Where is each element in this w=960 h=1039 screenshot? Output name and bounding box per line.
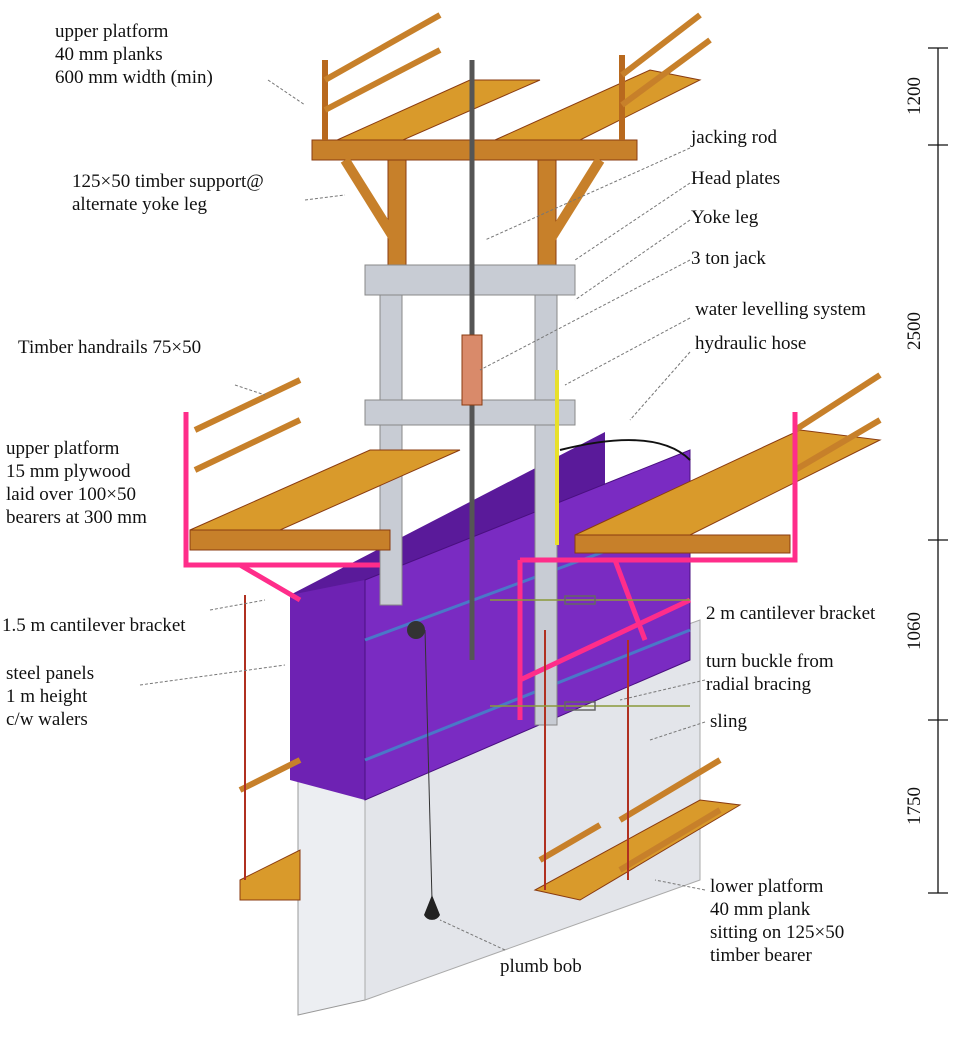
label-line: steel panels [6, 663, 95, 684]
label-timber-support: 125×50 timber support@ alternate yoke le… [72, 170, 264, 216]
label-line: turn buckle from [706, 651, 834, 672]
label-line: timber bearer [710, 945, 812, 966]
label-cantilever-2m: 2 m cantilever bracket [706, 603, 876, 624]
dimension-1060: 1060 [904, 612, 925, 650]
dimension-2500: 2500 [904, 312, 925, 350]
lower-platforms [238, 595, 742, 901]
leader-lines [139, 79, 706, 951]
upper-mid-platforms [189, 372, 882, 554]
label-line: laid over 100×50 [6, 484, 136, 505]
label-water-levelling: water levelling system [695, 299, 866, 320]
label-cantilever-1-5m: 1.5 m cantilever bracket [2, 615, 186, 636]
label-jack: 3 ton jack [691, 248, 766, 269]
label-line: 40 mm planks [55, 44, 163, 65]
label-line: 125×50 timber support@ [72, 171, 264, 192]
label-plumb-bob: plumb bob [500, 956, 582, 977]
label-head-plates: Head plates [691, 168, 781, 189]
label-line: upper platform [55, 21, 169, 42]
dimension-1750: 1750 [904, 787, 925, 825]
label-line: sitting on 125×50 [710, 922, 845, 943]
label-sling: sling [710, 711, 747, 732]
label-line: radial bracing [706, 674, 811, 695]
label-line: alternate yoke leg [72, 194, 208, 215]
label-line: 15 mm plywood [6, 461, 131, 482]
dimension-line [928, 47, 948, 894]
label-turn-buckle: turn buckle from radial bracing [706, 650, 834, 696]
label-lower-platform: lower platform 40 mm plank sitting on 12… [710, 875, 844, 967]
upper-top-platform [311, 12, 712, 266]
label-line: upper platform [6, 438, 120, 459]
label-line: c/w walers [6, 709, 88, 730]
label-hydraulic-hose: hydraulic hose [695, 333, 807, 354]
label-line: lower platform [710, 876, 824, 897]
label-line: 1 m height [6, 686, 88, 707]
dimension-1200: 1200 [904, 77, 925, 115]
label-line: bearers at 300 mm [6, 507, 147, 528]
plumb-bob [407, 621, 440, 920]
label-steel-panels: steel panels 1 m height c/w walers [6, 662, 94, 731]
turn-buckles [490, 595, 690, 711]
label-yoke-leg: Yoke leg [691, 207, 759, 228]
label-jacking-rod: jacking rod [691, 127, 778, 148]
label-line: 600 mm width (min) [55, 67, 213, 88]
label-line: 40 mm plank [710, 899, 811, 920]
label-timber-handrails: Timber handrails 75×50 [18, 337, 202, 358]
label-upper-platform-top: upper platform 40 mm planks 600 mm width… [55, 20, 213, 89]
label-upper-platform-mid: upper platform 15 mm plywood laid over 1… [6, 437, 147, 529]
